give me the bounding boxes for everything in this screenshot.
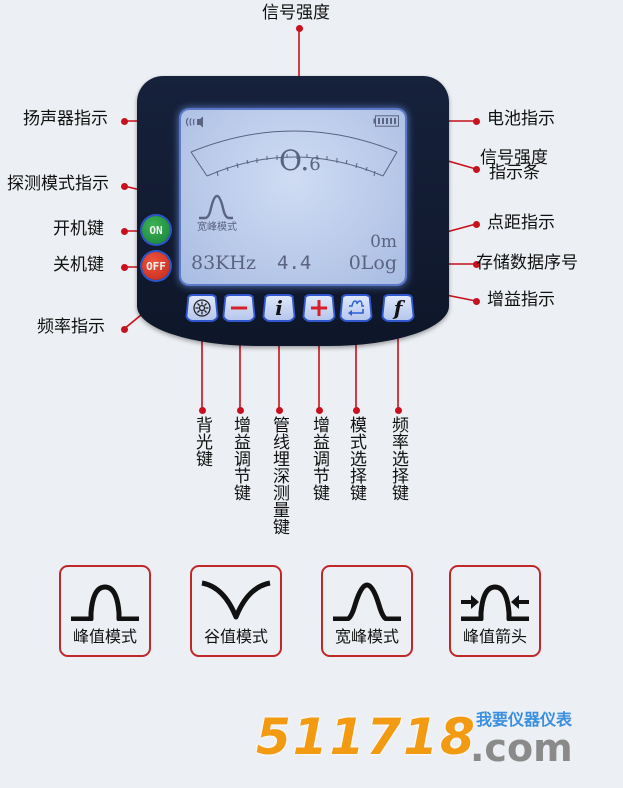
label-signal-bar-line1: 信号强度: [480, 148, 548, 168]
label-power-on-key: 开机键: [53, 219, 104, 239]
wide-peak-mode-icon: [333, 582, 401, 621]
callout-dot: [121, 326, 128, 333]
label-point-distance: 点距指示: [487, 213, 555, 233]
peak-mode-icon: [71, 584, 139, 621]
power-off-button[interactable]: OFF: [142, 252, 170, 280]
gain-value: 4.4: [277, 252, 312, 274]
mode-card-peak-arrow: 峰值箭头: [449, 565, 541, 657]
mode-select-icon: [348, 300, 364, 316]
mode-select-key[interactable]: [341, 296, 371, 320]
signal-value-decimal: 6: [309, 154, 321, 175]
label-backlight-key: 背光键: [192, 416, 212, 467]
callout-dot: [121, 118, 128, 125]
info-icon: i: [275, 296, 283, 320]
callout-dot: [473, 261, 480, 268]
label-gain-up-key: 增益调节键: [309, 416, 329, 501]
mode-card-wide-peak: 宽峰模式: [321, 565, 413, 657]
callout-dot: [296, 25, 303, 32]
callout-dot: [316, 407, 323, 414]
wide-peak-mode-icon: [199, 194, 233, 220]
gain-up-key[interactable]: [304, 296, 334, 320]
signal-value-main: O.: [279, 144, 310, 177]
label-detect-mode-indicator: 探测模式指示: [7, 174, 109, 194]
power-on-label: ON: [149, 223, 163, 237]
callout-dot: [121, 228, 128, 235]
callout-dot: [121, 183, 128, 190]
callout-dot: [395, 407, 402, 414]
power-on-button[interactable]: ON: [142, 216, 170, 244]
label-signal-bar: 信号强度 指示条: [480, 149, 548, 182]
callout-dot: [237, 407, 244, 414]
mode-card-peak: 峰值模式: [59, 565, 151, 657]
point-distance-value: 0m: [370, 232, 397, 252]
mode-label: 谷值模式: [203, 627, 268, 646]
mode-card-valley: 谷值模式: [190, 565, 282, 657]
label-battery-indicator: 电池指示: [487, 109, 555, 129]
valley-mode-icon: [201, 580, 271, 620]
watermark-number: 511718: [256, 708, 477, 766]
label-gain-indicator: 增益指示: [487, 290, 555, 310]
callout-dot: [473, 298, 480, 305]
power-off-label: OFF: [146, 259, 166, 273]
speaker-icon: [185, 116, 203, 128]
depth-measure-key[interactable]: i: [264, 296, 294, 320]
frequency-select-key[interactable]: f: [383, 296, 413, 320]
label-frequency-select-key: 频率选择键: [388, 416, 408, 501]
minus-icon: [231, 306, 247, 310]
callout-dot: [473, 221, 480, 228]
backlight-icon: [193, 299, 211, 317]
signal-strength-bar: [190, 130, 398, 177]
peak-arrow-mode-icon: [461, 584, 529, 621]
callout-dot: [353, 407, 360, 414]
mode-label: 峰值箭头: [462, 627, 527, 646]
watermark-chinese: 我要仪器仪表: [476, 710, 573, 729]
callout-dot: [473, 118, 480, 125]
plus-icon: [311, 300, 327, 316]
signal-strength-value: O.6: [279, 147, 321, 175]
frequency-icon: f: [393, 296, 403, 320]
backlight-key[interactable]: [187, 296, 217, 320]
mode-label: 峰值模式: [72, 627, 137, 646]
label-power-off-key: 关机键: [53, 255, 104, 275]
frequency-value: 83KHz: [191, 252, 256, 274]
label-speaker-indicator: 扬声器指示: [23, 109, 108, 129]
mode-text: 宽峰模式: [197, 222, 237, 233]
mode-label: 宽峰模式: [334, 627, 399, 646]
battery-icon: [373, 115, 399, 127]
storage-index-value: 0Log: [348, 252, 397, 274]
callout-dot: [199, 407, 206, 414]
gain-down-key[interactable]: [224, 296, 254, 320]
callout-dot: [473, 166, 480, 173]
lcd-screen: O.6 宽峰模式 0m 83KHz 4.4 0Log: [181, 110, 405, 284]
callout-dot: [121, 264, 128, 271]
callout-dot: [276, 407, 283, 414]
label-frequency-indicator: 频率指示: [37, 317, 105, 337]
label-mode-select-key: 模式选择键: [346, 416, 366, 501]
label-storage-index: 存储数据序号: [476, 253, 578, 273]
label-depth-measure-key: 管线埋深测量键: [269, 416, 289, 535]
label-gain-down-key: 增益调节键: [230, 416, 250, 501]
watermark-domain: .com: [470, 726, 573, 770]
label-signal-bar-line2: 指示条: [489, 163, 540, 183]
label-signal-strength: 信号强度: [262, 3, 330, 23]
